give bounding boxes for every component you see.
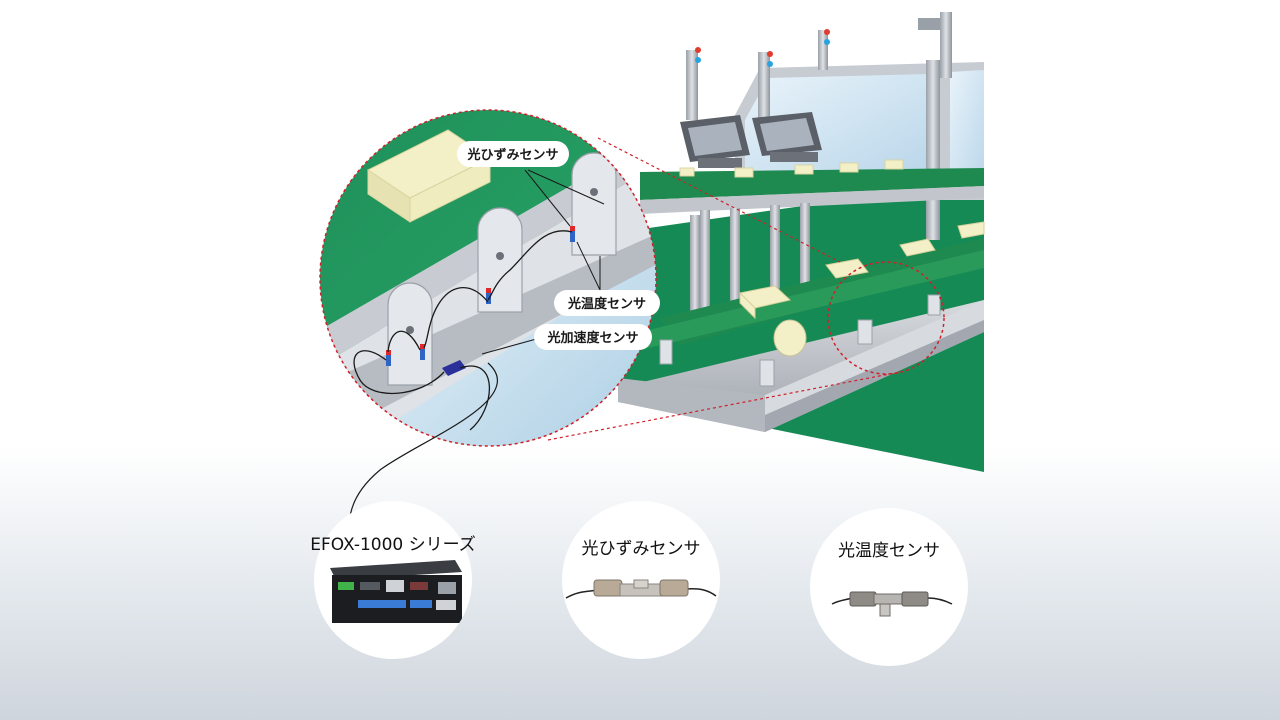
strain-sensor-image — [565, 579, 717, 599]
callout-acceleration-label: 光加速度センサ — [546, 330, 638, 346]
product-title-strain: 光ひずみセンサ — [582, 539, 701, 559]
callout-strain-sensor: 光ひずみセンサ — [457, 141, 569, 167]
product-title-temperature: 光温度センサ — [838, 541, 940, 561]
temperature-sensor-image — [831, 591, 953, 617]
efox-device-image — [330, 560, 462, 623]
product-efox-1000: EFOX-1000 シリーズ — [310, 501, 476, 659]
callout-acceleration-sensor: 光加速度センサ — [534, 324, 652, 350]
detail-highlight-circle — [827, 261, 945, 375]
product-temperature-sensor: 光温度センサ — [810, 508, 968, 666]
product-strain-sensor: 光ひずみセンサ — [562, 501, 720, 659]
product-title-efox: EFOX-1000 シリーズ — [310, 535, 476, 555]
callout-temperature-sensor: 光温度センサ — [554, 290, 660, 316]
zoom-detail-circle: 光ひずみセンサ 光温度センサ 光加速度センサ — [319, 109, 660, 447]
callout-strain-label: 光ひずみセンサ — [466, 147, 558, 163]
factory-scene — [600, 12, 985, 472]
callout-temperature-label: 光温度センサ — [567, 296, 646, 312]
